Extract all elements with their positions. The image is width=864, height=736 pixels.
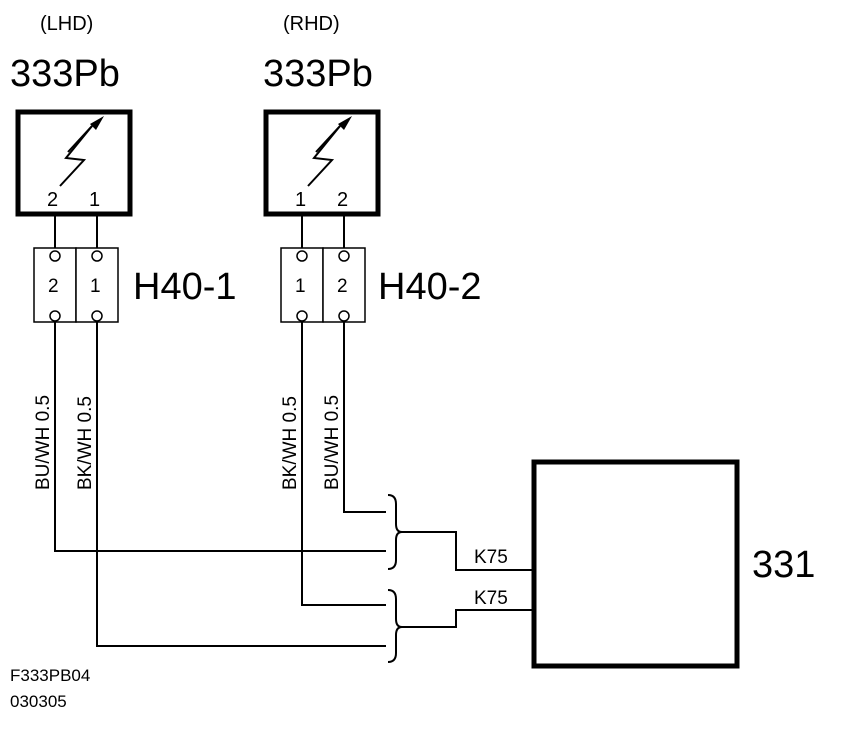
brace-pin-32-icon — [387, 494, 403, 570]
rhd-sensor-id: 333Pb — [263, 53, 373, 95]
connector-h40-2 — [280, 247, 366, 323]
h40-2-pin-right: 2 — [337, 276, 348, 297]
wire-label-rhd-left: BK/WH 0.5 — [280, 396, 301, 490]
wire-lhd-bk-wh — [96, 321, 386, 647]
brace-pin-33-icon — [387, 589, 403, 663]
lhd-sensor-pin-right: 1 — [89, 189, 100, 211]
date-code: 030305 — [10, 692, 67, 711]
pin-33-connector-label: K75 — [474, 588, 508, 609]
wire-label-lhd-right: BK/WH 0.5 — [75, 396, 96, 490]
rhd-sensor-box — [263, 109, 381, 217]
h40-2-pin-left: 1 — [295, 276, 306, 297]
connector-h40-1 — [33, 247, 119, 323]
wire-to-pin-33 — [402, 609, 532, 628]
h40-1-pin-left: 2 — [48, 276, 59, 297]
lhd-sensor-box — [15, 109, 133, 217]
wire-label-rhd-right: BU/WH 0.5 — [322, 395, 343, 490]
wire-rhd-bu-wh — [343, 321, 386, 513]
wire-rhd-bk-wh — [301, 321, 386, 606]
h40-1-pin-right: 1 — [90, 276, 101, 297]
pin-32-connector-label: K75 — [474, 547, 508, 568]
lhd-sensor-id: 333Pb — [10, 53, 120, 95]
module-331-label: 331 — [752, 544, 815, 586]
lhd-sensor-symbol-icon — [59, 116, 104, 187]
h40-1-label: H40-1 — [133, 266, 237, 308]
module-331-box — [531, 459, 740, 669]
figure-code: F333PB04 — [10, 666, 90, 685]
rhd-sensor-pin-right: 2 — [337, 189, 348, 211]
h40-2-label: H40-2 — [378, 266, 482, 308]
lhd-sensor-pin-left: 2 — [47, 189, 58, 211]
rhd-sensor-symbol-icon — [307, 116, 352, 187]
wire-to-pin-32 — [402, 531, 532, 571]
rhd-variant-label: (RHD) — [283, 13, 340, 35]
wire-label-lhd-left: BU/WH 0.5 — [33, 395, 54, 490]
wire-lhd-bu-wh — [54, 321, 386, 552]
lhd-variant-label: (LHD) — [40, 13, 93, 35]
rhd-sensor-pin-left: 1 — [295, 189, 306, 211]
